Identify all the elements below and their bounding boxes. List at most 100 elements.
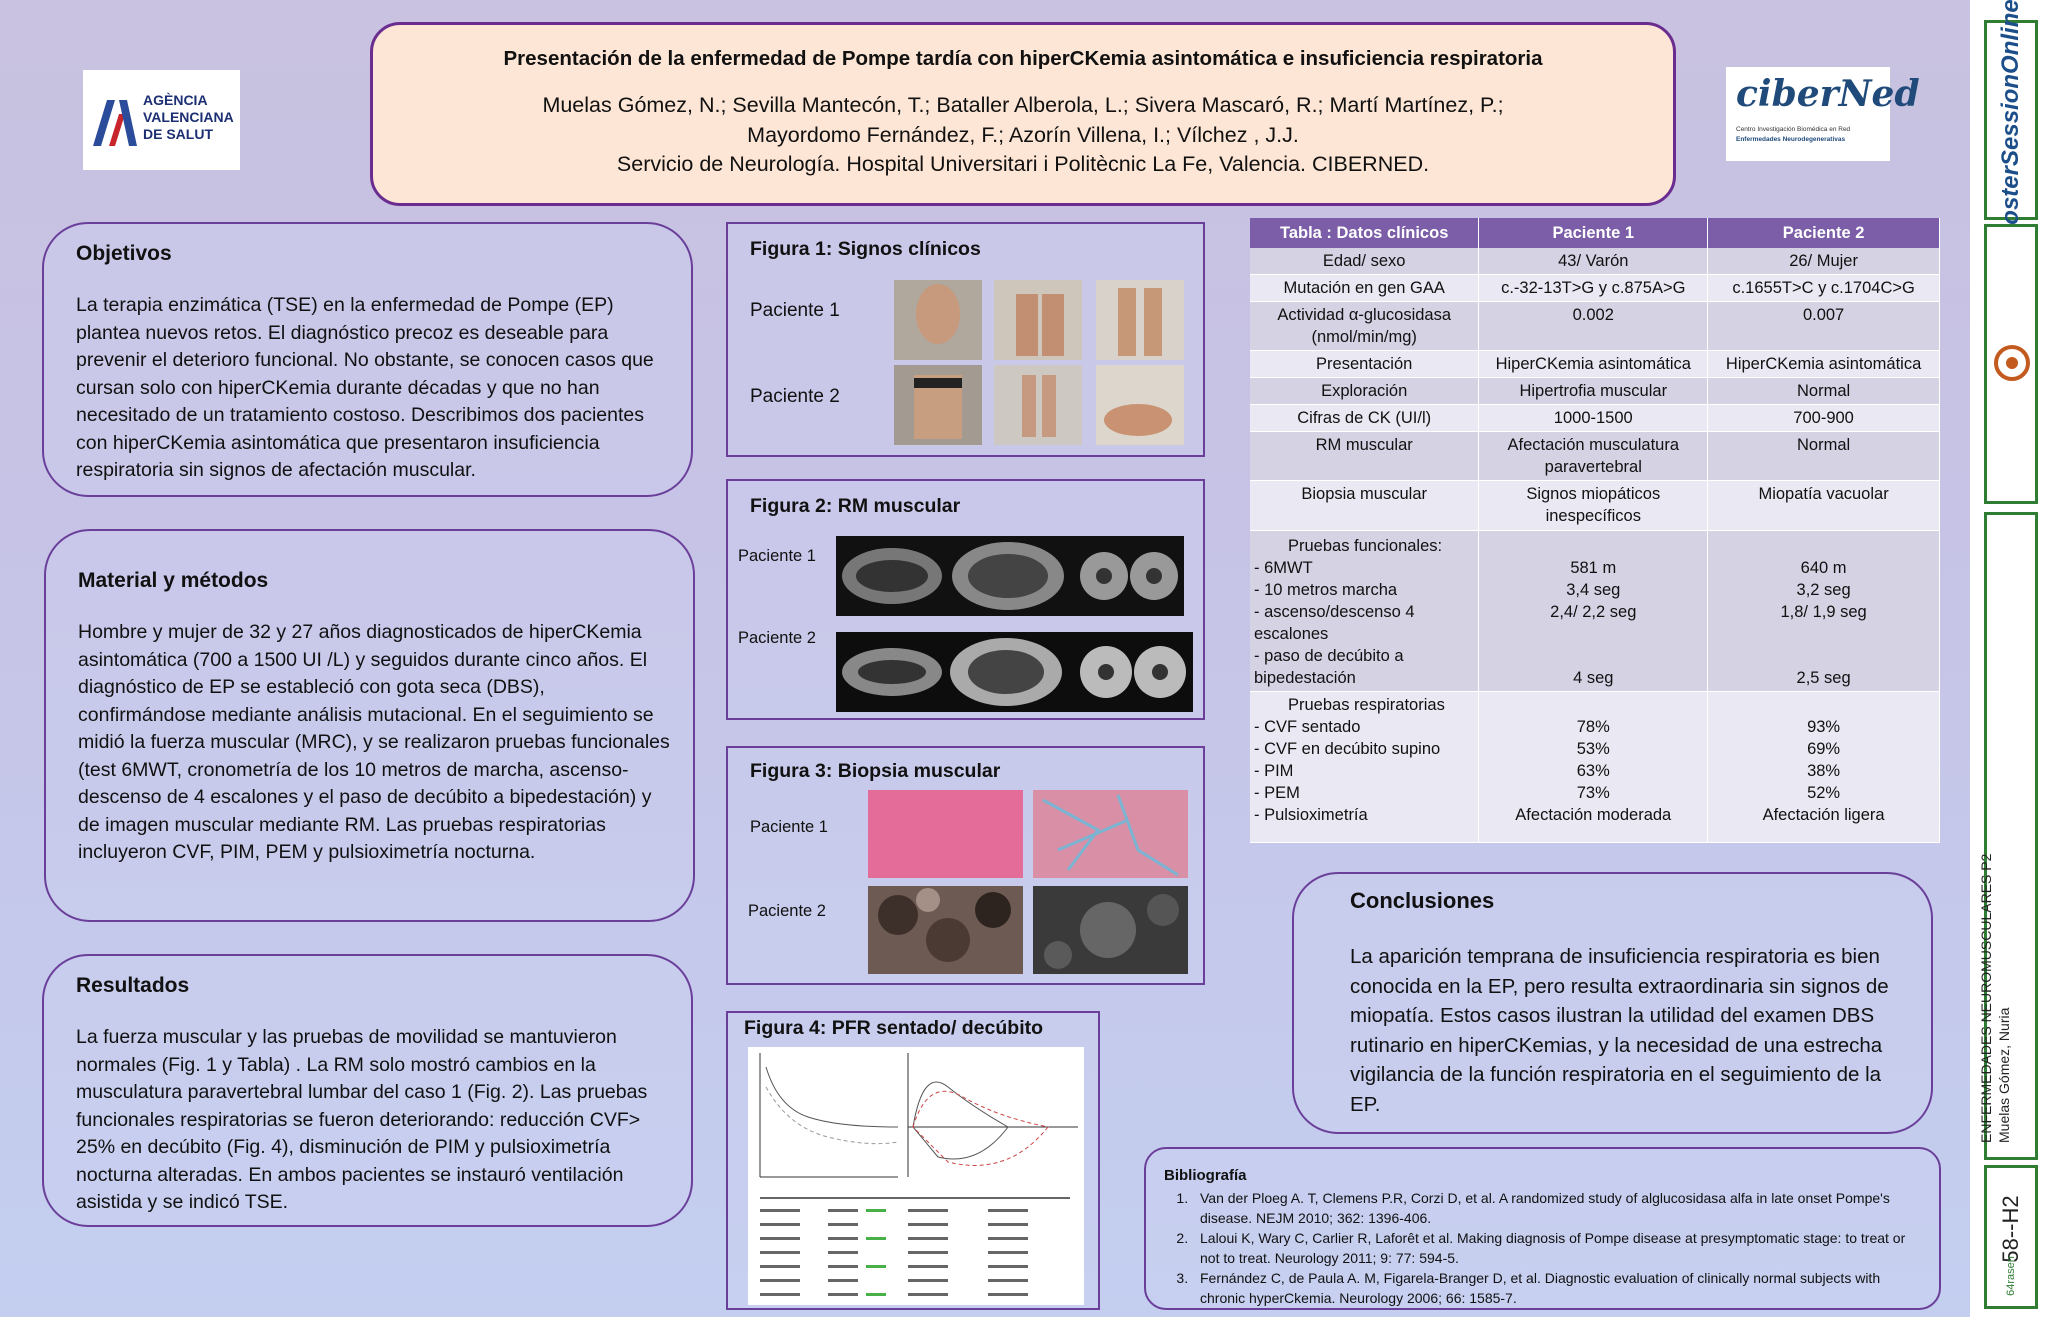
table-cell: c.1655T>C y c.1704C>G (1707, 274, 1940, 302)
table-cell: c.-32-13T>G y c.875A>G (1478, 274, 1709, 302)
table-cell: 1000-1500 (1478, 404, 1709, 432)
biopsy-images (868, 790, 1188, 974)
clinical-photos (894, 280, 1184, 445)
table-cell: Biopsia muscular (1250, 480, 1480, 531)
table-cell: Signos miopáticos inespecíficos (1478, 480, 1709, 531)
reference-item: Van der Ploeg A. T, Clemens P.R, Corzi D… (1192, 1188, 1919, 1228)
figure-4-pfr: Figura 4: PFR sentado/ decúbito (726, 1011, 1100, 1310)
figure-2-title: Figura 2: RM muscular (750, 495, 961, 517)
resp-label: Pruebas respiratorias (1288, 696, 1445, 714)
func-value: 4 seg (1573, 669, 1614, 687)
avs-line-2: VALENCIANA (143, 109, 234, 125)
func-value: 1,8/ 1,9 seg (1780, 603, 1867, 621)
sidebar-footer: 64rasen (2005, 1256, 2017, 1296)
table-cell: 26/ Mujer (1707, 248, 1940, 275)
table-header-row: Tabla : Datos clínicos Paciente 1 Pacien… (1250, 218, 1940, 248)
affiliation: Servicio de Neurología. Hospital Univers… (616, 152, 1430, 176)
figure-1-signos-clinicos: Figura 1: Signos clínicos Paciente 1 Pac… (726, 222, 1205, 457)
table-header-cell: Paciente 1 (1478, 218, 1709, 248)
table-cell: 43/ Varón (1478, 248, 1709, 275)
resp-value: 53% (1576, 740, 1610, 758)
avs-line-3: DE SALUT (143, 126, 213, 142)
logo-agencia-valenciana: AGÈNCIA VALENCIANA DE SALUT (83, 70, 240, 170)
clinical-data-table: Tabla : Datos clínicos Paciente 1 Pacien… (1250, 218, 1940, 843)
reference-item: Fernández C, de Paula A. M, Figarela-Bra… (1192, 1268, 1919, 1308)
figure-3-title: Figura 3: Biopsia muscular (750, 760, 1001, 782)
material-title: Material y métodos (78, 569, 269, 592)
table-row: Presentación HiperCKemia asintomática Hi… (1250, 350, 1940, 378)
authors-line-1: Muelas Gómez, N.; Sevilla Mantecón, T.; … (542, 93, 1504, 117)
figure-1-title: Figura 1: Signos clínicos (750, 238, 981, 260)
figure-3-paciente-2: Paciente 2 (748, 902, 826, 920)
func-item: - 6MWT (1254, 559, 1313, 577)
sidebar-code-box: 58--H2 64rasen (1984, 1165, 2038, 1309)
resp-item: - Pulsioximetría (1254, 806, 1368, 824)
sidebar-code: 58--H2 (1998, 1195, 2023, 1263)
figure-2-paciente-1: Paciente 1 (738, 547, 816, 565)
table-row: Edad/ sexo 43/ Varón 26/ Mujer (1250, 248, 1940, 275)
func-item: - ascenso/descenso 4 escalones (1254, 603, 1415, 643)
figure-1-paciente-2: Paciente 2 (750, 386, 840, 407)
table-row: Biopsia muscular Signos miopáticos inesp… (1250, 480, 1940, 531)
sidebar-brand-box: PosterSessionOnline (1984, 0, 2038, 241)
conclusiones-title: Conclusiones (1350, 888, 1495, 913)
resp-value: Afectación ligera (1762, 806, 1885, 824)
sidebar-brand: PosterSessionOnline (1997, 0, 2024, 241)
ciberned-sub-1: Centro Investigación Biomédica en Red (1736, 126, 1851, 133)
ciberned-sub-2: Enfermedades Neurodegenerativas (1736, 136, 1846, 143)
table-cell: 581 m 3,4 seg 2,4/ 2,2 seg 4 seg (1478, 530, 1709, 692)
section-conclusiones: Conclusiones La aparición temprana de in… (1292, 872, 1933, 1134)
bibliografia-title: Bibliografía (1164, 1167, 1247, 1184)
resp-value: 73% (1576, 784, 1610, 802)
table-row-pruebas-funcionales: Pruebas funcionales: - 6MWT - 10 metros … (1250, 530, 1940, 692)
func-value: 2,4/ 2,2 seg (1550, 603, 1637, 621)
table-cell: 0.007 (1707, 301, 1940, 351)
resp-item: - CVF en decúbito supino (1254, 740, 1441, 758)
poster-header: Presentación de la enfermedad de Pompe t… (370, 22, 1676, 206)
func-item: - paso de decúbito a bipedestación (1254, 647, 1404, 687)
resp-value: 63% (1576, 762, 1610, 780)
table-cell: RM muscular (1250, 431, 1480, 481)
func-value: 3,2 seg (1796, 581, 1851, 599)
reference-list: Van der Ploeg A. T, Clemens P.R, Corzi D… (1164, 1188, 1919, 1308)
ciberned-wordmark: ciberNed (1736, 73, 1920, 115)
logo-ciberned: ciberNed Centro Investigación Biomédica … (1726, 67, 1920, 161)
table-cell: Actividad α-glucosidasa (nmol/min/mg) (1250, 301, 1480, 351)
table-cell: Afectación musculatura paravertebral (1478, 431, 1709, 481)
poster-title: Presentación de la enfermedad de Pompe t… (503, 47, 1543, 70)
table-cell: 700-900 (1707, 404, 1940, 432)
resultados-body: La fuerza muscular y las pruebas de movi… (76, 1026, 648, 1213)
authors-line-2: Mayordomo Fernández, F.; Azorín Villena,… (747, 122, 1299, 147)
table-cell: Miopatía vacuolar (1707, 480, 1940, 531)
table-cell: Hipertrofia muscular (1478, 377, 1709, 405)
sidebar-logo-box (1984, 224, 2038, 504)
func-value: 2,5 seg (1796, 669, 1851, 687)
objetivos-title: Objetivos (76, 242, 172, 265)
avs-logo-icon (93, 100, 137, 146)
section-bibliografia: Bibliografía Van der Ploeg A. T, Clemens… (1144, 1147, 1941, 1310)
table-cell: Mutación en gen GAA (1250, 274, 1480, 302)
spirometry-image (748, 1047, 1084, 1305)
sidebar-session-box: ENFERMEDADES NEUROMUSCULARES P2 Muelas G… (1978, 512, 2038, 1160)
table-row: Cifras de CK (UI/l) 1000-1500 700-900 (1250, 404, 1940, 432)
table-header-cell: Tabla : Datos clínicos (1250, 218, 1480, 248)
objetivos-body: La terapia enzimática (TSE) en la enferm… (76, 294, 654, 481)
section-objetivos: Objetivos La terapia enzimática (TSE) en… (42, 222, 693, 497)
table-cell: 640 m 3,2 seg 1,8/ 1,9 seg 2,5 seg (1707, 530, 1940, 692)
resp-value: 38% (1807, 762, 1841, 780)
table-cell: Cifras de CK (UI/l) (1250, 404, 1480, 432)
table-row: Exploración Hipertrofia muscular Normal (1250, 377, 1940, 405)
society-emblem-icon (1994, 345, 2030, 381)
reference-item: Laloui K, Wary C, Carlier R, Laforêt et … (1192, 1228, 1919, 1268)
resp-value: 52% (1807, 784, 1841, 802)
table-cell: 0.002 (1478, 301, 1709, 351)
func-value: 581 m (1570, 559, 1617, 577)
sidebar-author: Muelas Gómez, Nuria (1996, 1007, 2012, 1143)
resultados-title: Resultados (76, 974, 190, 997)
figure-3-paciente-1: Paciente 1 (750, 818, 828, 836)
figure-1-paciente-1: Paciente 1 (750, 300, 840, 321)
table-cell: Normal (1707, 431, 1940, 481)
table-row: Actividad α-glucosidasa (nmol/min/mg) 0.… (1250, 301, 1940, 351)
table-row: Mutación en gen GAA c.-32-13T>G y c.875A… (1250, 274, 1940, 302)
resp-item: - PIM (1254, 762, 1294, 780)
